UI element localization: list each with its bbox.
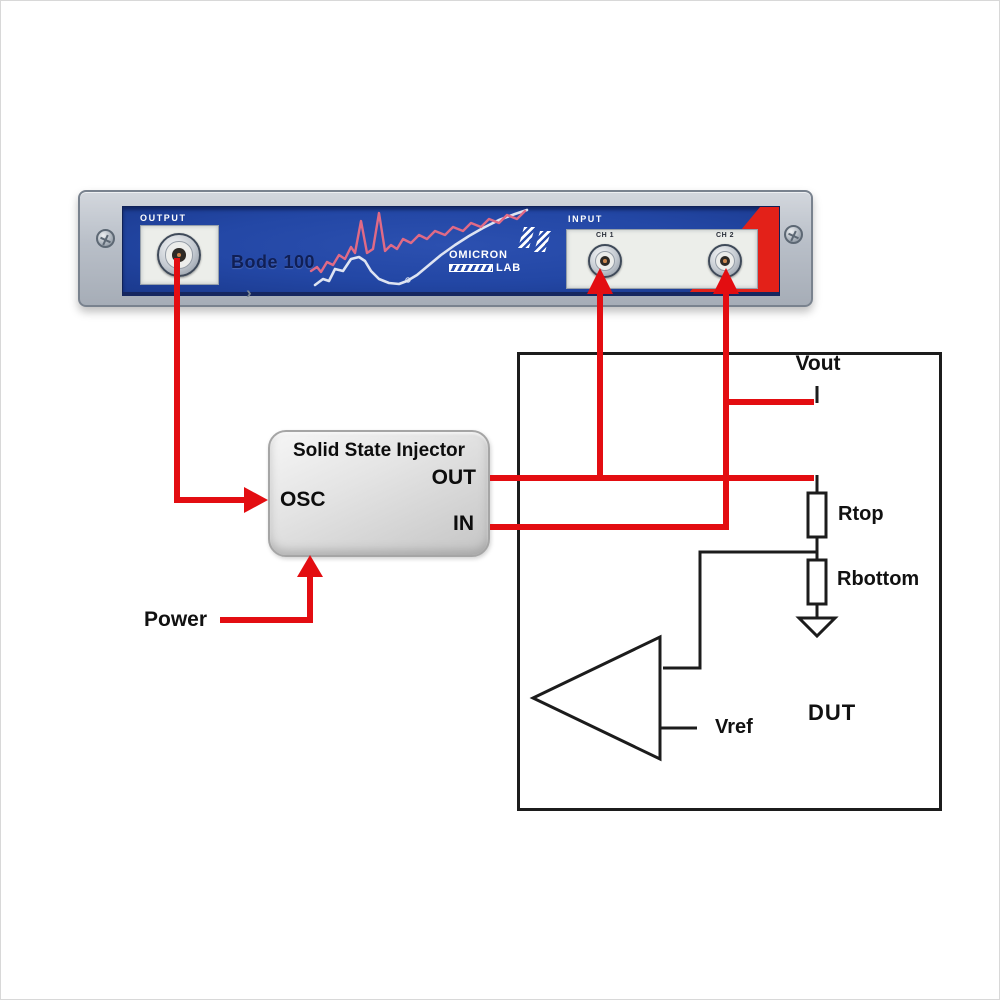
logo-underline — [449, 264, 493, 272]
arrow-right-icon — [244, 487, 268, 513]
power-label: Power — [144, 608, 208, 631]
frequency-response-graphic — [309, 208, 529, 287]
rtop-label: Rtop — [838, 503, 884, 525]
input-port-label: INPUT — [568, 214, 603, 224]
ch1-label: CH 1 — [596, 232, 614, 239]
front-panel: OUTPUT Bode 100 OMICRON LAB — [122, 206, 780, 296]
output-connector-panel — [140, 225, 219, 285]
vout-label: Vout — [795, 352, 841, 375]
omicron-logo: OMICRON LAB — [449, 227, 579, 289]
ch2-label: CH 2 — [716, 232, 734, 239]
handle-chevron-icon: › — [246, 283, 252, 302]
solid-state-injector-box: Solid State Injector OSC OUT IN — [268, 430, 490, 557]
out-port-label: OUT — [431, 466, 476, 489]
bode100-device: OUTPUT Bode 100 OMICRON LAB — [78, 190, 813, 307]
dut-label: DUT — [808, 700, 857, 725]
injector-title: Solid State Injector — [292, 440, 466, 461]
opamp-triangle-icon — [529, 634, 662, 762]
output-port-label: OUTPUT — [140, 213, 187, 223]
power-cable — [220, 574, 313, 623]
input-connector-panel: CH 1 CH 2 — [566, 229, 758, 289]
bnc-connector-ch2-icon — [708, 244, 742, 278]
brand-sub-name: LAB — [496, 262, 522, 274]
arrow-up-icon — [297, 555, 323, 577]
rtop-resistor-icon — [806, 491, 828, 539]
omicron-mark-icon — [533, 231, 552, 252]
osc-port-label: OSC — [280, 488, 326, 511]
brand-name: OMICRON — [449, 249, 508, 261]
in-port-label: IN — [453, 512, 474, 535]
bnc-connector-output-icon — [157, 233, 201, 277]
feedback-wire — [663, 550, 817, 670]
vref-label: Vref — [715, 716, 753, 738]
rbottom-resistor-icon — [806, 558, 828, 606]
screw-icon — [784, 225, 803, 244]
ground-icon — [795, 616, 839, 639]
rbottom-label: Rbottom — [837, 568, 920, 590]
screw-icon — [96, 229, 115, 248]
bnc-connector-ch1-icon — [588, 244, 622, 278]
model-name: Bode 100 — [231, 252, 316, 272]
